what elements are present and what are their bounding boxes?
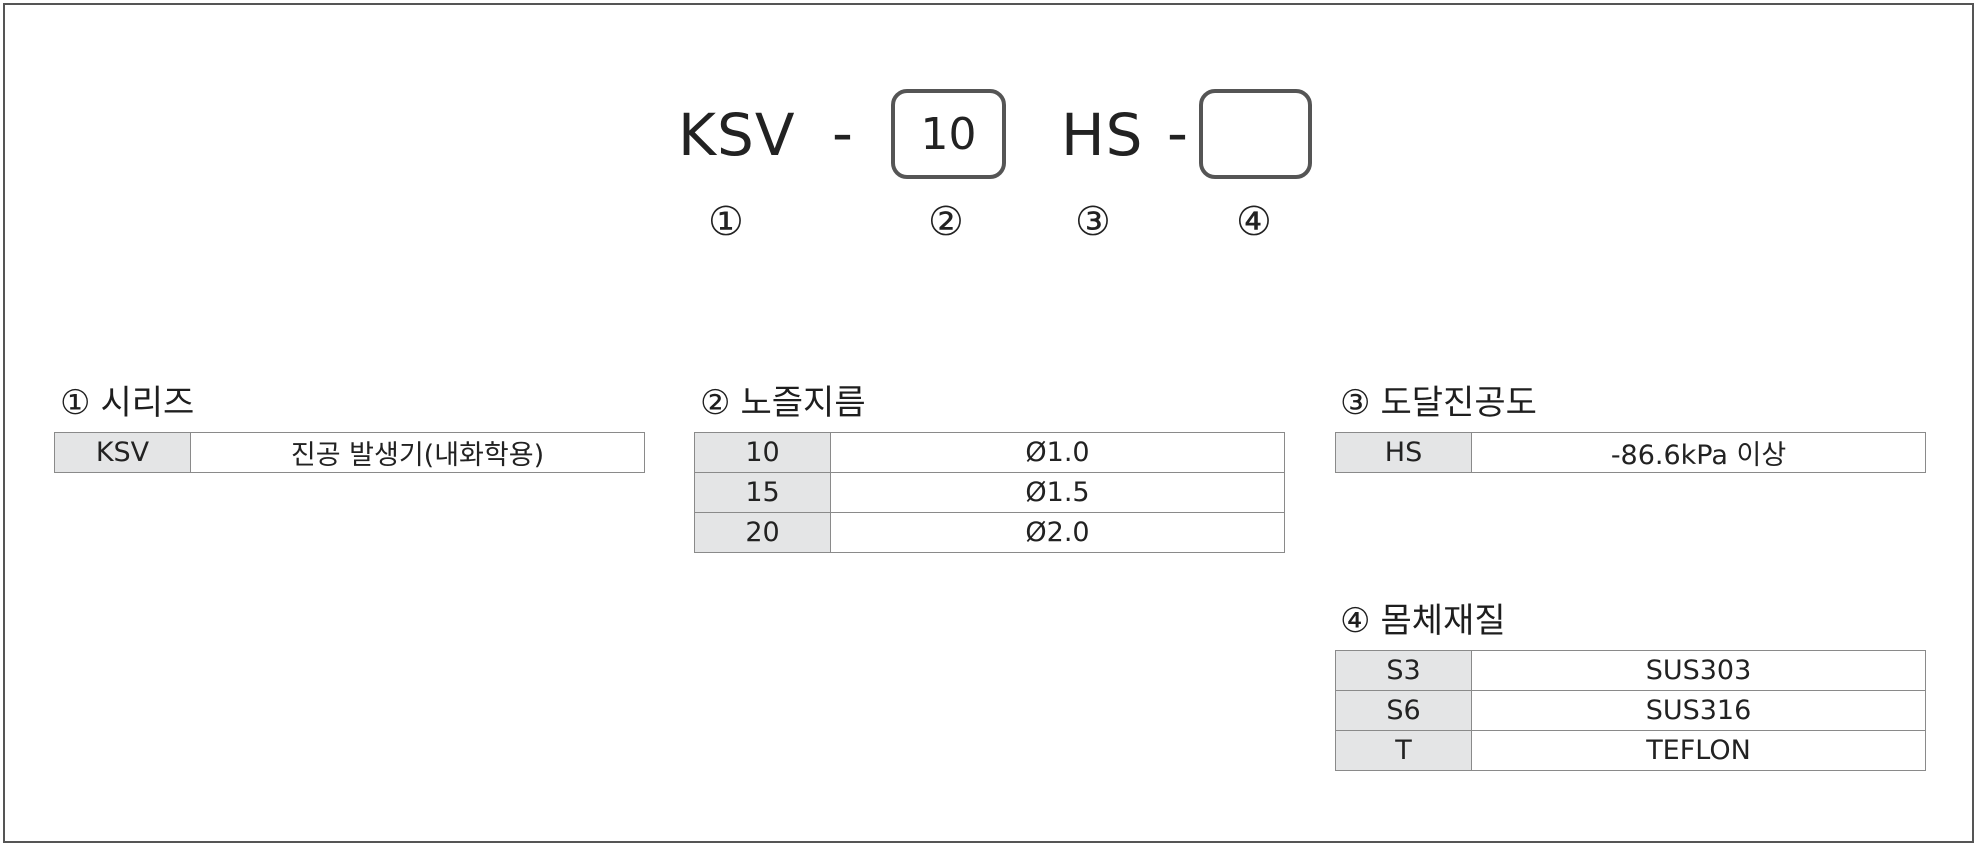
code-nozzle-box: 10 — [891, 89, 1006, 179]
marker-4: ④ — [1236, 199, 1272, 245]
table-row: 20 Ø2.0 — [694, 512, 1285, 553]
diagram-frame — [3, 3, 1974, 843]
marker-2: ② — [928, 199, 964, 245]
code-series: KSV — [678, 101, 796, 169]
row-description: Ø1.0 — [830, 432, 1285, 473]
section-series-number: ① — [60, 383, 91, 423]
row-description: Ø1.5 — [830, 472, 1285, 513]
nozzle-table: 10 Ø1.0 15 Ø1.5 20 Ø2.0 — [694, 432, 1285, 553]
code-material-box — [1199, 89, 1312, 179]
section-material-number: ④ — [1340, 601, 1371, 641]
table-row: KSV 진공 발생기(내화학용) — [54, 432, 645, 473]
row-code: KSV — [54, 432, 191, 473]
row-description: Ø2.0 — [830, 512, 1285, 553]
marker-3: ③ — [1075, 199, 1111, 245]
row-code: 10 — [694, 432, 831, 473]
table-row: 15 Ø1.5 — [694, 472, 1285, 513]
row-code: T — [1335, 730, 1472, 771]
section-series-label: 시리즈 — [100, 383, 195, 423]
section-nozzle-number: ② — [700, 383, 731, 423]
row-code: HS — [1335, 432, 1472, 473]
code-nozzle-value: 10 — [920, 108, 977, 160]
series-table: KSV 진공 발생기(내화학용) — [54, 432, 645, 473]
row-code: 15 — [694, 472, 831, 513]
row-description: SUS303 — [1471, 650, 1926, 691]
section-vacuum-number: ③ — [1340, 383, 1371, 423]
table-row: T TEFLON — [1335, 730, 1926, 771]
row-description: TEFLON — [1471, 730, 1926, 771]
row-description: -86.6kPa 이상 — [1471, 432, 1926, 473]
table-row: 10 Ø1.0 — [694, 432, 1285, 473]
vacuum-table: HS -86.6kPa 이상 — [1335, 432, 1926, 473]
code-vacuum: HS — [1061, 101, 1144, 169]
material-table: S3 SUS303 S6 SUS316 T TEFLON — [1335, 650, 1926, 771]
table-row: S3 SUS303 — [1335, 650, 1926, 691]
table-row: S6 SUS316 — [1335, 690, 1926, 731]
section-material-label: 몸체재질 — [1380, 601, 1506, 641]
section-vacuum-label: 도달진공도 — [1380, 383, 1537, 423]
code-dash-2: - — [1167, 99, 1188, 167]
row-description: SUS316 — [1471, 690, 1926, 731]
row-code: S6 — [1335, 690, 1472, 731]
row-code: 20 — [694, 512, 831, 553]
code-dash-1: - — [832, 99, 853, 167]
row-code: S3 — [1335, 650, 1472, 691]
table-row: HS -86.6kPa 이상 — [1335, 432, 1926, 473]
row-description: 진공 발생기(내화학용) — [190, 432, 645, 473]
section-nozzle-label: 노즐지름 — [740, 383, 866, 423]
marker-1: ① — [708, 199, 744, 245]
